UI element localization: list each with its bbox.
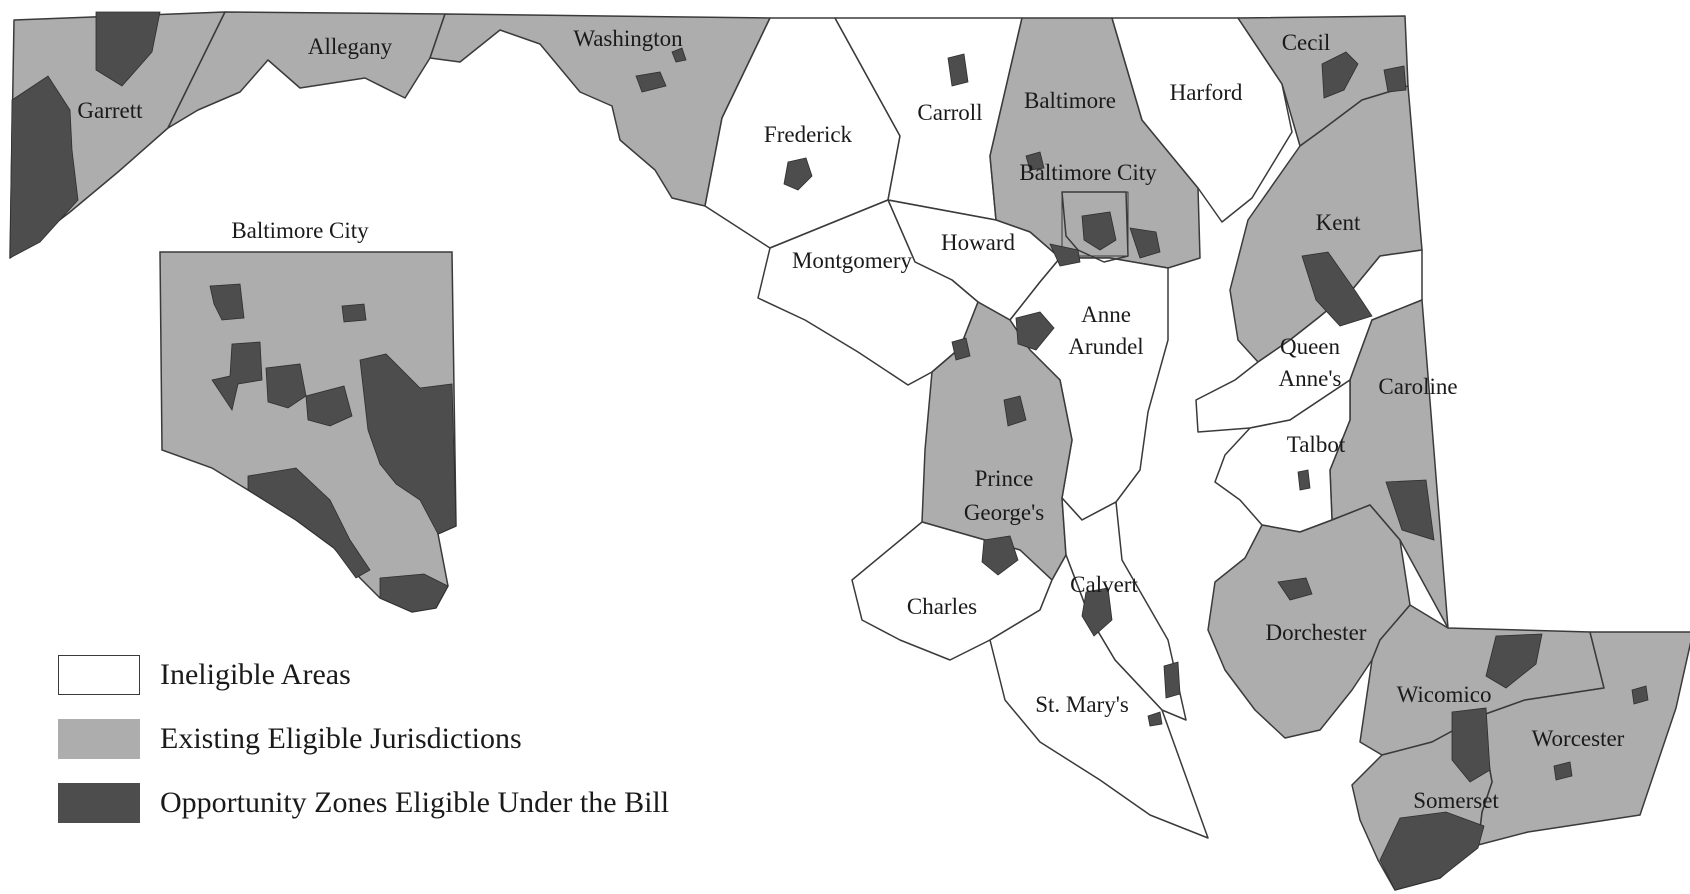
label-worcester: Worcester <box>1532 726 1625 751</box>
baltimore-city-inset-frame <box>1061 191 1129 257</box>
inset-oz-east <box>359 353 457 535</box>
label-dorchester: Dorchester <box>1266 620 1367 645</box>
label-calvert: Calvert <box>1070 572 1138 597</box>
legend-swatch-ineligible <box>58 655 140 695</box>
inset-oz-northeast <box>341 303 367 323</box>
oz-washington-hagerstown <box>635 71 667 93</box>
label-queen-annes-line1: Queen <box>1280 334 1341 359</box>
oz-somerset-princess-anne <box>1451 707 1491 783</box>
oz-caroline <box>1385 479 1435 541</box>
oz-somerset-south <box>1379 811 1485 891</box>
label-charles: Charles <box>907 594 977 619</box>
oz-anne-arundel <box>1015 311 1055 351</box>
oz-dorchester-cambridge <box>1277 577 1313 601</box>
oz-prince-georges-south <box>981 535 1019 576</box>
oz-baltimore-city-main <box>1081 211 1117 251</box>
label-harford: Harford <box>1170 80 1243 105</box>
oz-worcester-north <box>1631 685 1649 705</box>
oz-cecil-east <box>1383 65 1407 93</box>
label-baltimore: Baltimore <box>1024 88 1116 113</box>
inset-oz-west <box>211 341 263 411</box>
oz-washington-spot <box>671 47 687 63</box>
oz-worcester <box>1553 761 1573 781</box>
oz-wicomico-salisbury <box>1485 633 1543 689</box>
inset-oz-north <box>209 283 245 321</box>
oz-baltimore-east <box>1129 227 1161 259</box>
oz-carroll <box>947 53 969 87</box>
inset-oz-south <box>247 467 371 579</box>
legend-label-existing-eligible: Existing Eligible Jurisdictions <box>160 722 522 755</box>
label-baltimore-city: Baltimore City <box>1019 160 1157 185</box>
label-st-marys: St. Mary's <box>1035 692 1129 717</box>
inset-oz-southeast <box>379 573 449 613</box>
label-carroll: Carroll <box>917 100 982 125</box>
legend-item-ineligible: Ineligible Areas <box>58 655 778 695</box>
label-kent: Kent <box>1316 210 1361 235</box>
oz-calvert-prince-frederick <box>1081 587 1113 637</box>
legend-label-opportunity-zone: Opportunity Zones Eligible Under the Bil… <box>160 786 670 819</box>
oz-prince-georges-north <box>951 337 971 361</box>
legend-swatch-existing-eligible <box>58 719 140 759</box>
label-prince-georges-line1: Prince <box>975 466 1034 491</box>
oz-garrett-west <box>9 75 79 259</box>
oz-kent-chestertown <box>1301 251 1373 327</box>
oz-talbot <box>1297 469 1311 491</box>
label-somerset: Somerset <box>1413 788 1499 813</box>
baltimore-city-inset: Baltimore City <box>159 218 457 613</box>
legend-item-opportunity-zone: Opportunity Zones Eligible Under the Bil… <box>58 783 778 823</box>
oz-baltimore-county <box>1025 151 1045 171</box>
oz-st-marys <box>1147 711 1163 727</box>
label-howard: Howard <box>941 230 1016 255</box>
label-washington: Washington <box>573 26 683 51</box>
legend: Ineligible Areas Existing Eligible Juris… <box>58 655 778 847</box>
oz-baltimore-sw <box>1049 243 1081 267</box>
label-prince-georges-line2: George's <box>964 500 1044 525</box>
label-anne-arundel-line2: Arundel <box>1068 334 1143 359</box>
oz-calvert-solomons <box>1163 661 1181 699</box>
label-anne-arundel-line1: Anne <box>1081 302 1131 327</box>
label-caroline: Caroline <box>1378 374 1457 399</box>
legend-item-existing-eligible: Existing Eligible Jurisdictions <box>58 719 778 759</box>
oz-prince-georges-central <box>1003 395 1027 427</box>
oz-garrett-north <box>95 11 161 87</box>
oz-frederick <box>783 157 813 191</box>
label-frederick: Frederick <box>764 122 853 147</box>
label-queen-annes-line2: Anne's <box>1279 366 1342 391</box>
oz-cecil-elkton <box>1321 51 1359 99</box>
label-wicomico: Wicomico <box>1397 682 1492 707</box>
legend-label-ineligible: Ineligible Areas <box>160 658 351 691</box>
inset-title: Baltimore City <box>231 218 369 243</box>
inset-oz-center-east <box>305 385 353 427</box>
label-cecil: Cecil <box>1282 30 1331 55</box>
label-allegany: Allegany <box>308 34 393 59</box>
label-garrett: Garrett <box>77 98 143 123</box>
legend-swatch-opportunity-zone <box>58 783 140 823</box>
label-montgomery: Montgomery <box>792 248 913 273</box>
label-talbot: Talbot <box>1287 432 1346 457</box>
inset-oz-center <box>265 363 307 409</box>
